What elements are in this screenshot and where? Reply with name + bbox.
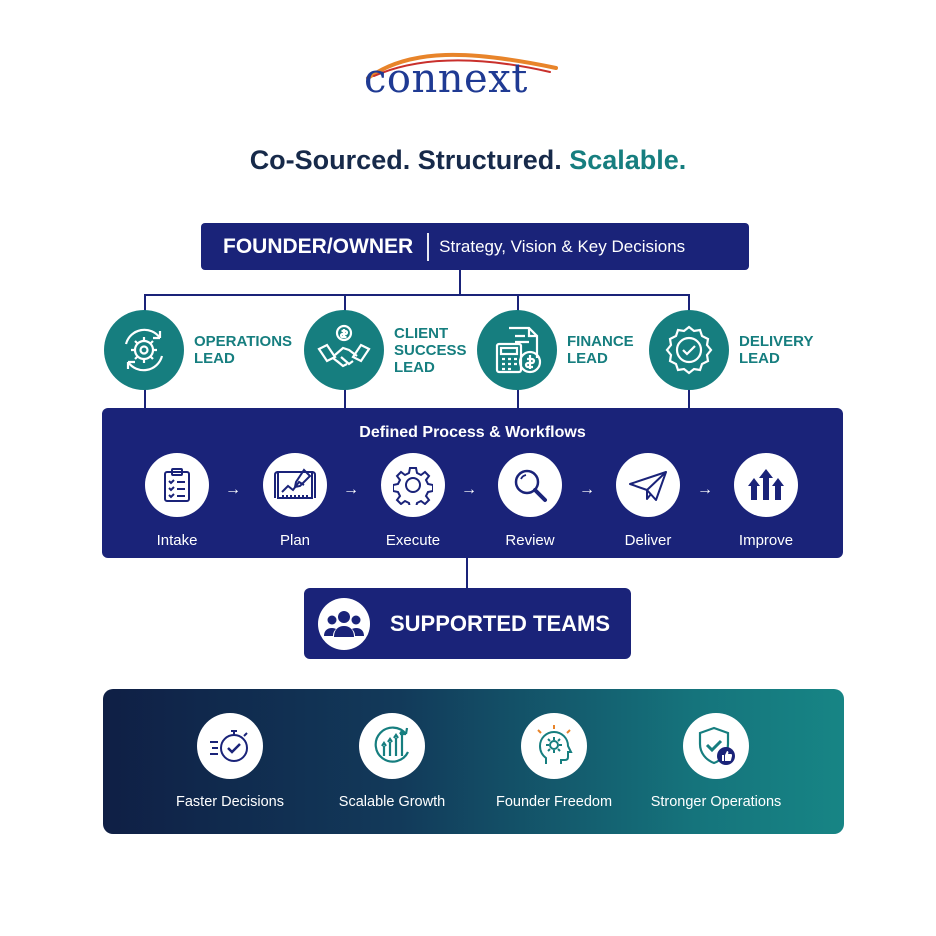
outcome-stronger-operations-label: Stronger Operations: [650, 794, 782, 810]
handshake-icon: [304, 310, 384, 390]
lead-operations-label: OPERATIONS LEAD: [194, 333, 293, 367]
lead-connector-2-bottom: [344, 388, 346, 410]
outcome-scalable-growth: Scalable Growth: [312, 713, 472, 810]
process-title: Defined Process & Workflows: [359, 424, 586, 441]
founder-subtitle: Strategy, Vision & Key Decisions: [439, 236, 686, 256]
lead-delivery: DELIVERY LEAD: [649, 310, 813, 390]
lead-delivery-label: DELIVERY LEAD: [739, 333, 814, 367]
lead-operations: OPERATIONS LEAD: [104, 310, 292, 390]
lead-client-success-label: CLIENT SUCCESS LEAD: [394, 324, 467, 376]
founder-divider: [427, 232, 430, 261]
outcome-founder-freedom-label: Founder Freedom: [495, 794, 613, 810]
process-step-intake: Intake: [122, 453, 232, 549]
lead-client-success: CLIENT SUCCESS LEAD: [304, 310, 467, 390]
process-step-improve-label: Improve: [738, 532, 794, 549]
lead-connector-3-top: [517, 294, 519, 314]
magnifier-icon: [498, 453, 562, 517]
founder-title: FOUNDER/OWNER: [223, 234, 414, 258]
process-arrow: →: [579, 481, 595, 498]
lead-connector-4-bottom: [688, 388, 690, 410]
process-arrow: →: [461, 481, 477, 498]
process-arrow: →: [225, 481, 241, 498]
founder-bar: FOUNDER/OWNER Strategy, Vision & Key Dec…: [201, 223, 749, 270]
outcomes-panel: Faster Decisions Scalable Growth Founder…: [103, 689, 844, 834]
process-step-review-label: Review: [505, 532, 555, 549]
process-step-deliver-label: Deliver: [624, 532, 672, 549]
process-arrow: →: [343, 481, 359, 498]
supported-teams-bar: SUPPORTED TEAMS: [304, 588, 631, 659]
logo-wordmark: connext: [364, 56, 528, 102]
outcome-stronger-operations: Stronger Operations: [636, 713, 796, 810]
process-step-execute-label: Execute: [385, 532, 441, 549]
clipboard-icon: [145, 453, 209, 517]
lead-connector-1-top: [144, 294, 146, 314]
process-teams-connector: [466, 557, 468, 589]
lead-connector-1-bottom: [144, 388, 146, 410]
founder-connector: [459, 270, 461, 295]
lead-connector-4-top: [688, 294, 690, 314]
growth-bars-icon: [359, 713, 425, 779]
lead-finance-label: FINANCE LEAD: [567, 333, 634, 367]
shield-thumb-icon: [683, 713, 749, 779]
process-step-plan-label: Plan: [279, 532, 311, 549]
outcome-faster-decisions: Faster Decisions: [150, 713, 310, 810]
paper-plane-icon: [616, 453, 680, 517]
tagline: Co-Sourced. Structured. Scalable.: [0, 145, 936, 176]
gear-icon: [381, 453, 445, 517]
connext-logo: connext: [360, 46, 560, 106]
process-step-deliver: Deliver: [593, 453, 703, 549]
calculator-coin-icon: [477, 310, 557, 390]
lead-finance: FINANCE LEAD: [477, 310, 634, 390]
process-step-plan: Plan: [240, 453, 350, 549]
process-step-improve: Improve: [711, 453, 821, 549]
process-step-review: Review: [475, 453, 585, 549]
lead-connector-horizontal: [144, 294, 690, 296]
process-arrow: →: [697, 481, 713, 498]
lead-connector-2-top: [344, 294, 346, 314]
stopwatch-check-icon: [197, 713, 263, 779]
check-badge-icon: [649, 310, 729, 390]
gear-cycle-icon: [104, 310, 184, 390]
outcome-founder-freedom: Founder Freedom: [474, 713, 634, 810]
lead-connector-3-bottom: [517, 388, 519, 410]
arrows-up-icon: [734, 453, 798, 517]
process-step-execute: Execute: [358, 453, 468, 549]
process-panel: Defined Process & Workflows Intake → Pla…: [102, 408, 843, 558]
process-step-intake-label: Intake: [156, 532, 198, 549]
blueprint-icon: [263, 453, 327, 517]
head-gear-icon: [521, 713, 587, 779]
outcome-faster-decisions-label: Faster Decisions: [176, 794, 284, 810]
outcome-scalable-growth-label: Scalable Growth: [338, 794, 446, 810]
supported-teams-label: SUPPORTED TEAMS: [390, 610, 611, 636]
tagline-part1: Co-Sourced. Structured.: [249, 145, 562, 175]
people-icon: [318, 597, 370, 650]
tagline-part2: Scalable.: [569, 145, 687, 175]
